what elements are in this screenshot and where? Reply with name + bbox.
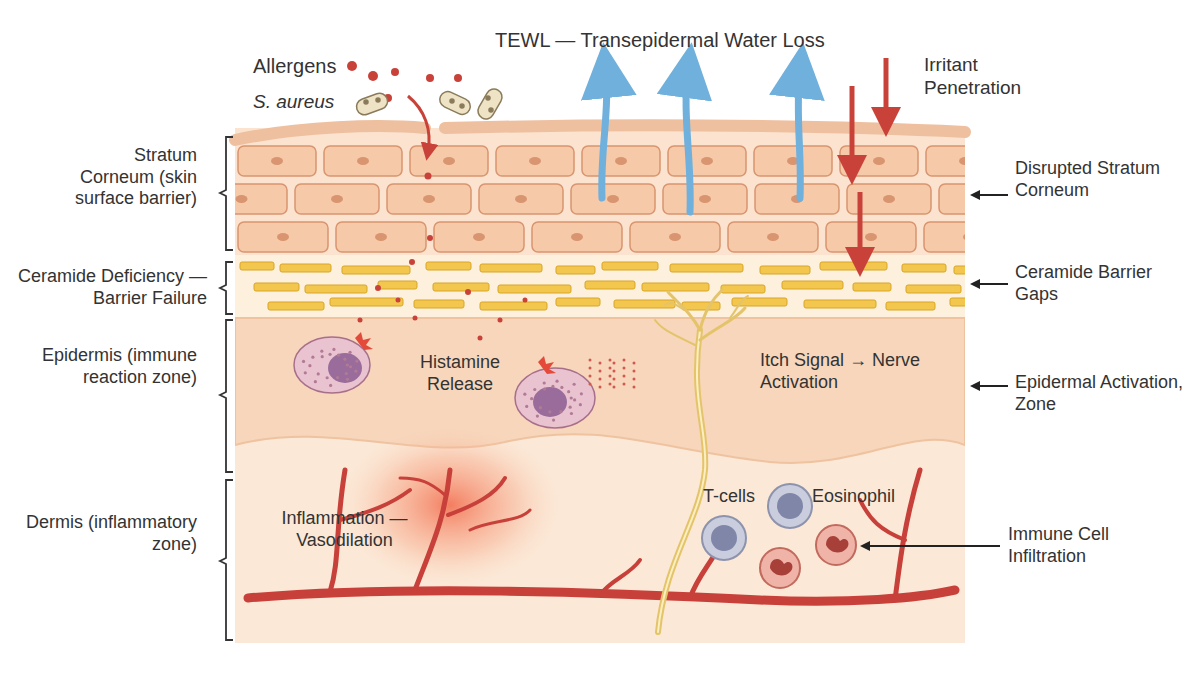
water-loss-arrow <box>602 70 801 212</box>
label-text: Epidermis (immune reaction zone) <box>30 345 197 388</box>
nerve-fiber <box>655 290 748 632</box>
label-text: Itch Signal → Nerve Activation <box>760 350 950 393</box>
skin-layers <box>235 128 965 643</box>
irritant-arrow <box>852 58 886 262</box>
blood-vessel <box>248 470 955 601</box>
label-text: S. aureus <box>253 91 334 114</box>
label-text: Irritant Penetration <box>924 54 1044 100</box>
label-text: Disrupted Stratum Corneum <box>1015 158 1165 201</box>
label-text: Epidermal Activation, Zone <box>1015 372 1195 415</box>
label-text: Ceramide Deficiency — Barrier Failure <box>0 266 207 309</box>
s-aureus-bacteria <box>354 86 505 122</box>
label-text: Dermis (inflammatory zone) <box>0 512 197 555</box>
label-text: TEWL — Transepidermal Water Loss <box>495 28 825 52</box>
mast-cell <box>294 332 636 428</box>
label-text: Ceramide Barrier Gaps <box>1015 262 1165 305</box>
label-text: Stratum Corneum (skin surface barrier) <box>62 145 197 210</box>
label-text: Inflammation — Vasodilation <box>262 508 427 551</box>
label-text: Histamine Release <box>400 352 520 395</box>
allergen-particles <box>347 61 528 341</box>
layer-bracket <box>220 137 233 640</box>
label-text: T-cells <box>703 486 755 508</box>
label-text: Immune Cell Infiltration <box>1008 524 1188 567</box>
label-text: Allergens <box>253 54 336 78</box>
label-text: Eosinophil <box>812 486 895 508</box>
